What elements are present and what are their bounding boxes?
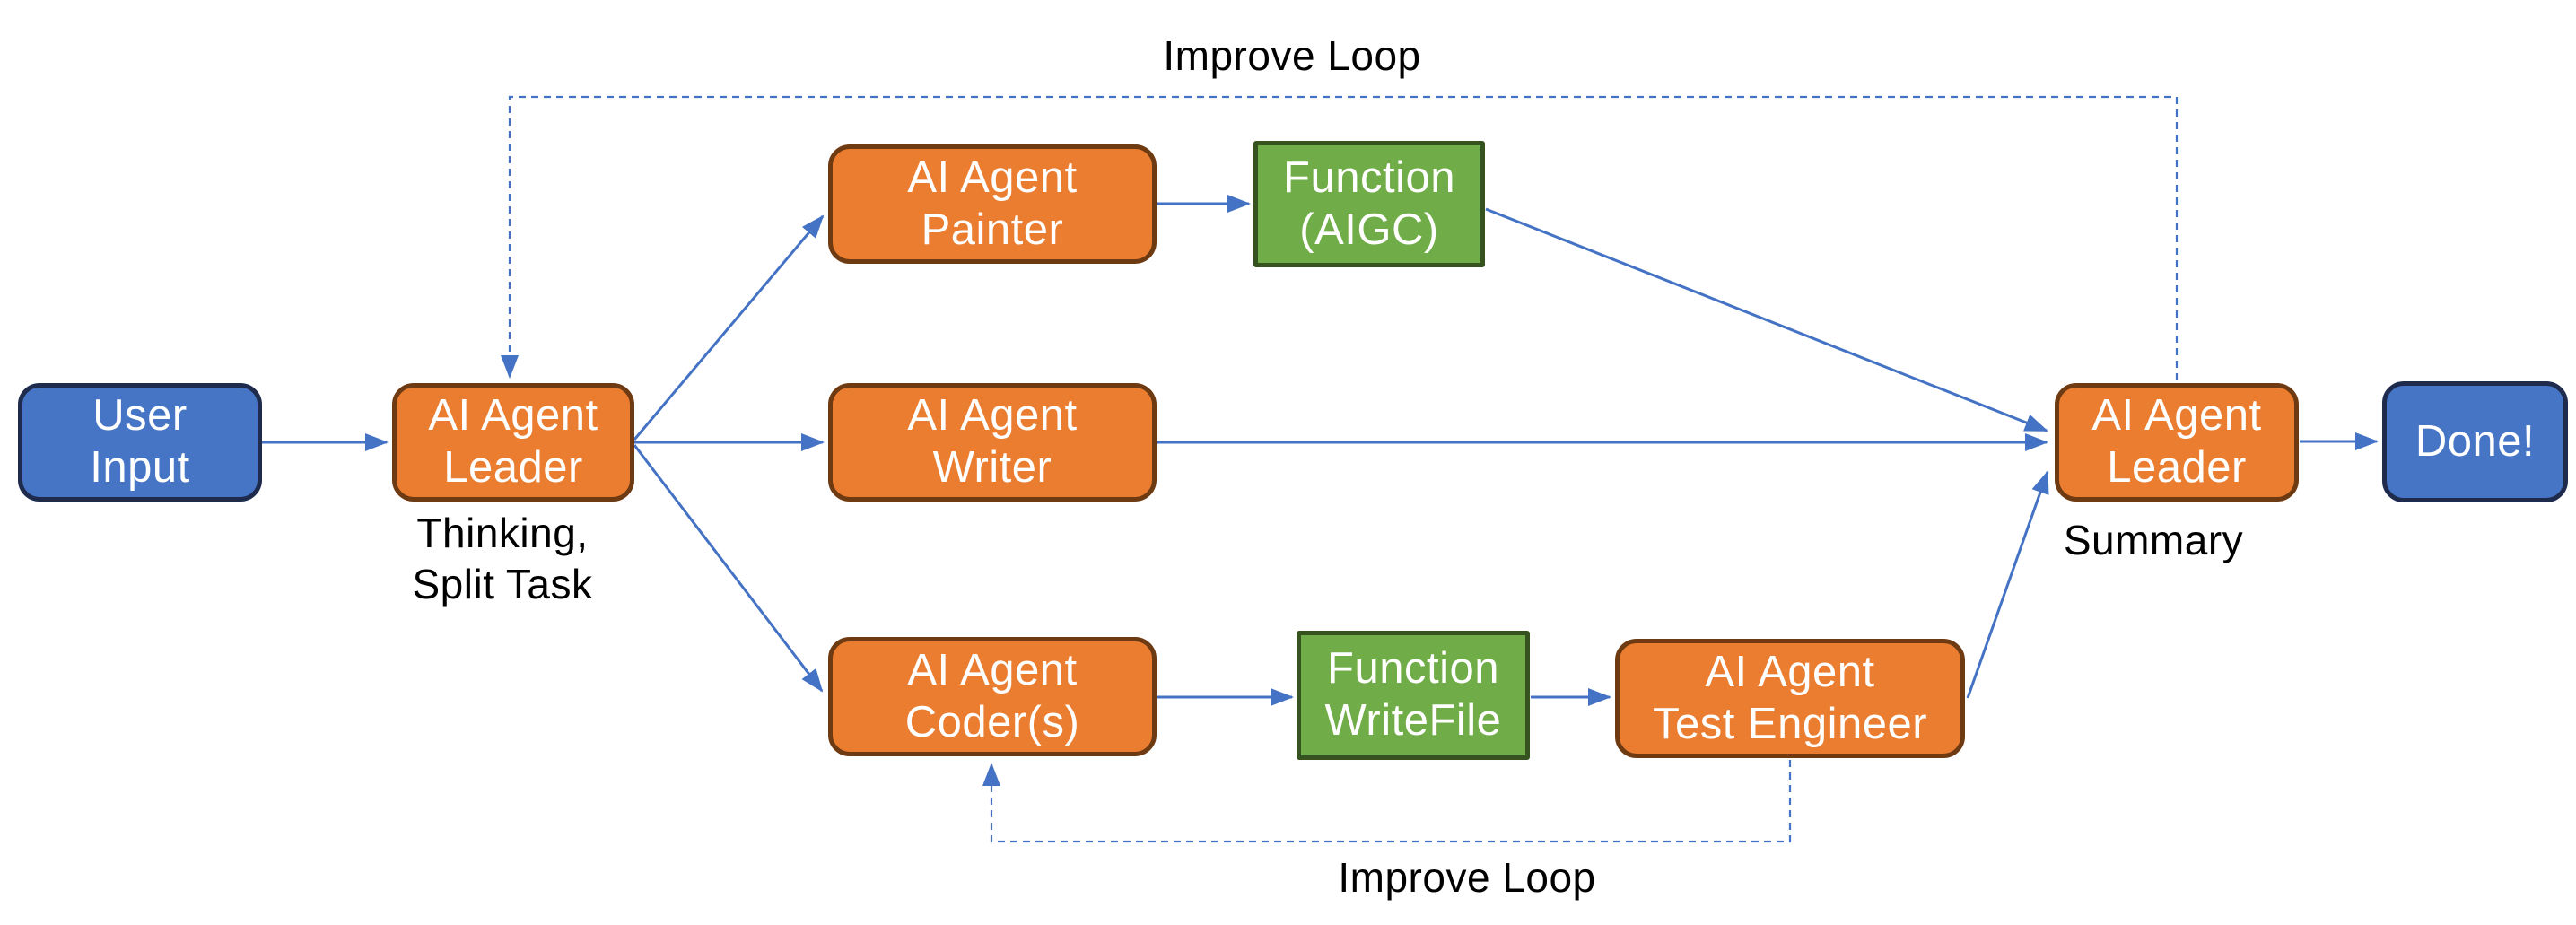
node-ai-agent-leader-right: AI Agent Leader	[2055, 383, 2299, 502]
improve-loop-bottom-label: Improve Loop	[1338, 854, 1596, 901]
edge-function-aigc-to-leader-right	[1485, 207, 2048, 432]
node-ai-agent-writer: AI Agent Writer	[828, 383, 1157, 502]
edge-test-engineer-to-leader-right	[1966, 470, 2049, 699]
improve-loop-top-path	[501, 95, 2179, 380]
node-user-input: User Input	[18, 383, 262, 502]
edge-leader-to-painter	[633, 214, 825, 441]
node-function-writefile: Function WriteFile	[1297, 631, 1530, 760]
edge-leader-to-coders	[633, 444, 824, 693]
improve-loop-bottom-path	[982, 760, 1792, 843]
node-function-aigc: Function (AIGC)	[1253, 141, 1485, 267]
node-ai-agent-coders: AI Agent Coder(s)	[828, 637, 1157, 756]
node-done: Done!	[2382, 381, 2568, 502]
leader-right-caption: Summary	[2063, 517, 2244, 563]
node-ai-agent-test-engineer: AI Agent Test Engineer	[1615, 639, 1965, 758]
node-ai-agent-leader-left: AI Agent Leader	[392, 383, 634, 502]
node-ai-agent-painter: AI Agent Painter	[828, 144, 1157, 264]
improve-loop-top-label: Improve Loop	[1163, 32, 1421, 79]
leader-left-caption: Thinking, Split Task	[412, 510, 593, 608]
